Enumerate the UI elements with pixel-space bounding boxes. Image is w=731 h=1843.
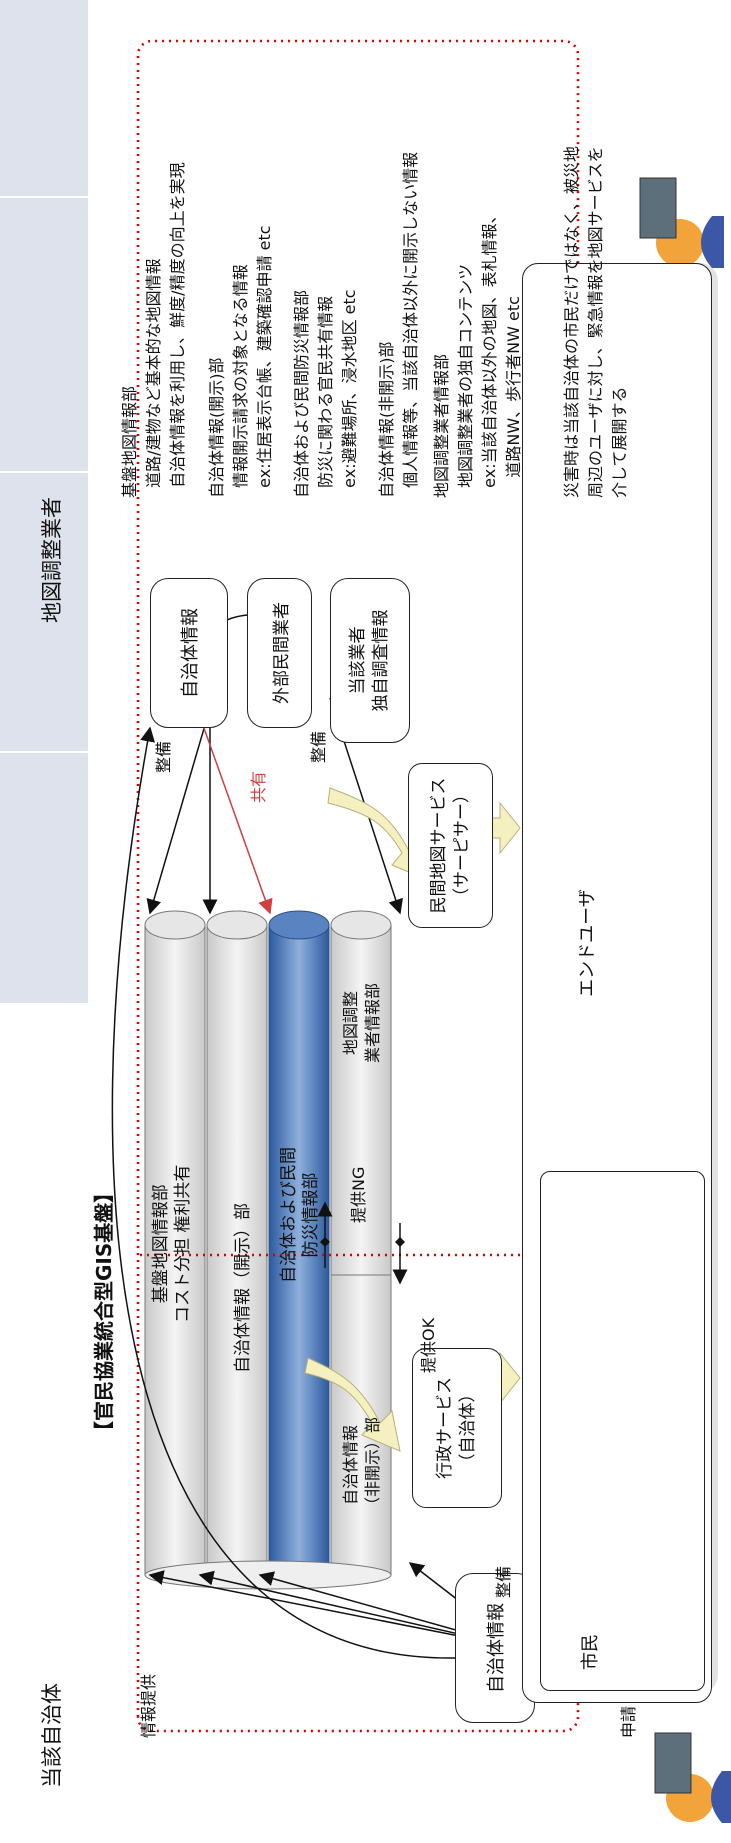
private-map-service-box: 民間地図サービス （サーピサー） [408, 763, 493, 928]
person-icon-right [639, 177, 724, 268]
person-icon-left [654, 1732, 731, 1823]
layer-private-label: 自治体情報 （非開示）部 [341, 1416, 382, 1513]
layer-disaster-cap [268, 910, 330, 940]
desc-survey: 地図調整業者情報部 地図調整業者の独自コンテンツ ex:当該自治体以外の地図、表… [432, 207, 523, 498]
desc-disaster: 自治体および民間防災情報部 防災に関わる官民共有情報 ex:避難場所、浸水地区 … [292, 289, 359, 498]
layer-stack [144, 910, 392, 1590]
maintain-left-label: 整備 [494, 1565, 513, 1598]
right-municipal-info-box: 自治体情報 [150, 578, 228, 728]
end-user-label: エンドユーザ [577, 889, 598, 997]
actor-right-label: 地図調整業者 [40, 497, 64, 623]
layer-disaster-label: 自治体および民間 防災情報部 [279, 1147, 321, 1283]
layer-public-cap [206, 910, 268, 940]
layer-stack-left-cap [144, 1560, 392, 1590]
external-private-box: 外部民間業者 [247, 578, 312, 728]
layer-survey-label: 地図調整 業者情報部 [341, 982, 382, 1063]
desc-base: 基盤地図情報部 道路/建物など基本的な地図情報 自治体情報を利用し、鮮度/精度の… [120, 162, 187, 498]
citizen-box: 市民 [540, 1171, 705, 1691]
layer-base-cap [144, 910, 206, 940]
layer-survey-cap [330, 910, 392, 940]
maintain-right-label: 整備 [154, 740, 173, 773]
own-survey-box: 当該業者 独自調査情報 [330, 578, 410, 743]
share-label: 共有 [249, 770, 268, 803]
layer-public-label: 自治体情報（開示）部 [233, 1203, 253, 1373]
provide-ng-label: 提供NG [349, 1166, 368, 1223]
provide-ok-label: 提供OK [419, 1317, 438, 1373]
citizen-label: 市民 [580, 1634, 601, 1670]
desc-disaster-note: 災害時は当該自治体の市民だけではなく、被災地 周辺のユーザに対し、緊急情報を地図… [562, 145, 629, 498]
layer-base-label: 基盤地図情報部 コスト分担 権利共有 [151, 1164, 193, 1323]
desc-private: 自治体情報(非開示)部 個人情報等、当該自治体以外に開示しない情報 [377, 151, 420, 498]
apply-label: 申請 [619, 1705, 638, 1738]
maintain-right2-label: 整備 [309, 730, 328, 763]
actor-left-label: 当該自治体 [40, 1683, 64, 1788]
platform-title: 【官民協業統合型GIS基盤】 [92, 1182, 116, 1441]
desc-public: 自治体情報(開示)部 情報開示請求の対象となる情報 ex:住居表示台帳、建築確認… [207, 225, 274, 498]
provide-info-label: 情報提供 [139, 1673, 158, 1738]
